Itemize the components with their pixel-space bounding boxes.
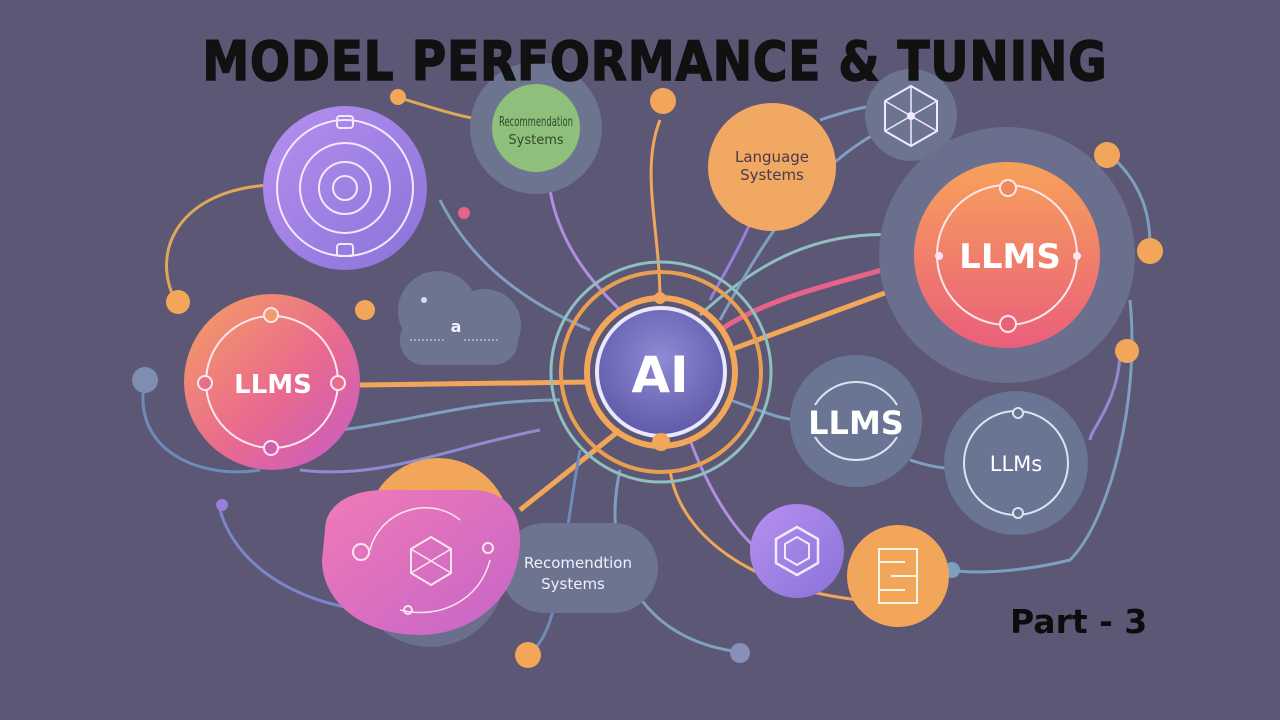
llms-right-mid-label: LLMS (808, 404, 904, 442)
language-systems-line1: Language (735, 148, 809, 166)
language-systems-line2: Systems (740, 166, 804, 184)
recommendation-top-line2: Systems (508, 133, 563, 148)
language-systems-node: Language Systems (708, 103, 836, 231)
recommendation-bottom-line1: Recomendtion (524, 554, 632, 572)
llms-node-right-top: LLMS (879, 127, 1135, 383)
part-label: Part - 3 (1010, 602, 1148, 641)
orange-bracket-node (847, 525, 949, 627)
llms-left-label: LLMS (234, 370, 312, 400)
purple-target-node (263, 106, 427, 270)
cube-node (865, 69, 957, 161)
llms-node-left: LLMS (184, 294, 360, 470)
hexagon-node (750, 504, 844, 598)
recommendation-top-line1: Recommendation (499, 115, 573, 130)
ai-label: AI (631, 346, 688, 404)
recommendation-bottom-line2: Systems (541, 575, 605, 593)
page-title: MODEL PERFORMANCE & TUNING (202, 29, 1108, 94)
llms-node-right-small: LLMs (944, 391, 1088, 535)
llms-right-small-label: LLMs (990, 452, 1042, 476)
ai-center-node: AI (549, 260, 773, 484)
cloud-glyph: a (451, 317, 462, 336)
cloud-node: a (398, 271, 521, 365)
llms-right-top-label: LLMS (959, 237, 1061, 277)
llms-node-right-mid: LLMS (790, 355, 922, 487)
connector-dots (132, 88, 1163, 668)
recommendation-node-bottom: Recomendtion Systems (322, 458, 658, 647)
recommendation-node-top: Recommendation Systems (470, 62, 602, 194)
